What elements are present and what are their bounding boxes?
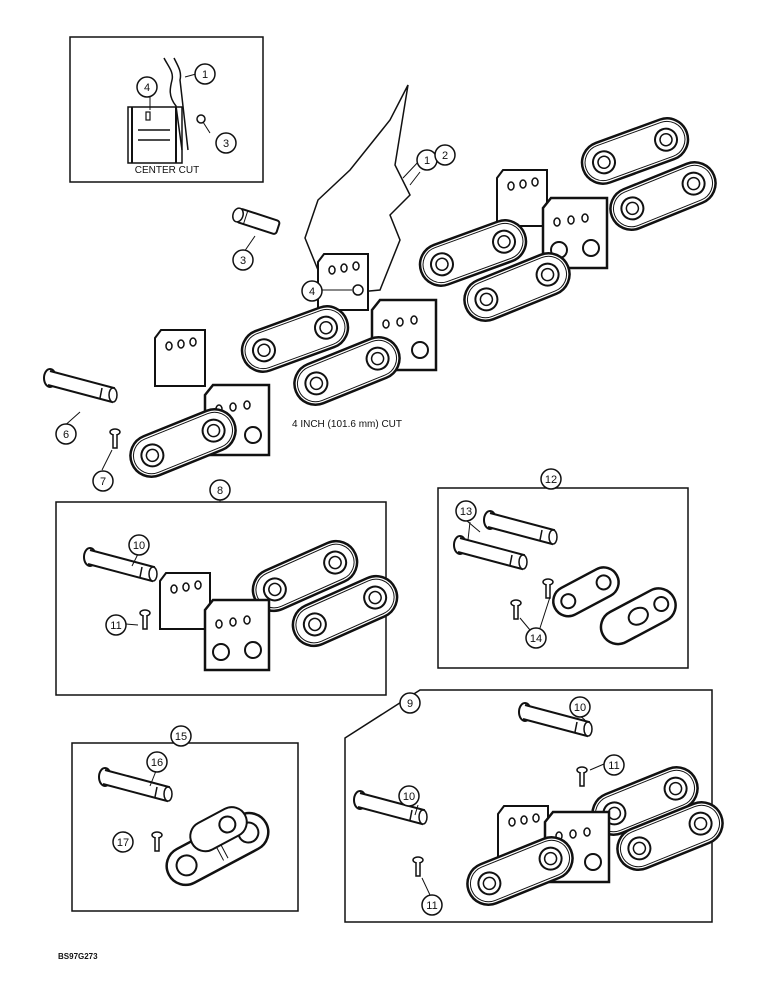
callout-12: 12 [540,468,562,490]
callout-13: 13 [455,500,477,522]
callout-2: 2 [434,144,456,166]
kit-8-box [55,500,406,696]
callout-10-kit9-top: 10 [569,696,591,718]
callout-1-inset: 1 [194,63,216,85]
svg-text:11: 11 [426,900,437,912]
svg-text:10: 10 [133,540,145,552]
svg-text:1: 1 [424,155,430,167]
callout-7: 7 [92,470,114,492]
svg-text:9: 9 [407,698,413,710]
callout-10-kit9: 10 [398,785,420,807]
callouts: 1 4 3 1 2 3 4 6 7 8 10 11 12 13 14 15 16… [55,63,625,916]
main-chain-assembly [43,84,724,485]
kit-15-box [71,742,299,912]
callout-10-kit8: 10 [128,534,150,556]
callout-4-inset: 4 [136,76,158,98]
kit-9-box [344,689,731,923]
center-cut-inset [69,36,264,183]
svg-text:15: 15 [175,731,187,743]
callout-4: 4 [301,280,323,302]
svg-text:3: 3 [240,255,246,267]
svg-text:11: 11 [110,620,121,632]
svg-text:14: 14 [530,633,542,645]
svg-text:13: 13 [460,506,472,518]
callout-8: 8 [209,479,231,501]
callout-9: 9 [399,692,421,714]
svg-text:3: 3 [223,138,229,150]
svg-text:11: 11 [608,760,619,772]
svg-text:1: 1 [202,69,208,81]
svg-text:10: 10 [574,702,586,714]
kit-12-box [437,487,689,669]
callout-1: 1 [416,149,438,171]
svg-text:7: 7 [100,476,106,488]
callout-16: 16 [146,751,168,773]
svg-text:12: 12 [545,474,557,486]
callout-11-kit9-top: 11 [603,754,625,776]
callout-15: 15 [170,725,192,747]
svg-text:4: 4 [144,82,150,94]
callout-6: 6 [55,423,77,445]
callout-11-kit8: 11 [105,614,127,636]
svg-text:10: 10 [403,791,415,803]
svg-text:8: 8 [217,485,223,497]
svg-text:16: 16 [151,757,163,769]
callout-14: 14 [525,627,547,649]
svg-text:17: 17 [117,837,129,849]
callout-11-kit9: 11 [421,894,443,916]
callout-3: 3 [232,249,254,271]
figure-code: BS97G273 [58,952,98,961]
callout-3-inset: 3 [215,132,237,154]
svg-text:4: 4 [309,286,315,298]
callout-17: 17 [112,831,134,853]
center-cut-caption: CENTER CUT [135,165,199,176]
svg-text:2: 2 [442,150,448,162]
main-cut-caption: 4 INCH (101.6 mm) CUT [292,419,402,430]
svg-text:6: 6 [63,429,69,441]
